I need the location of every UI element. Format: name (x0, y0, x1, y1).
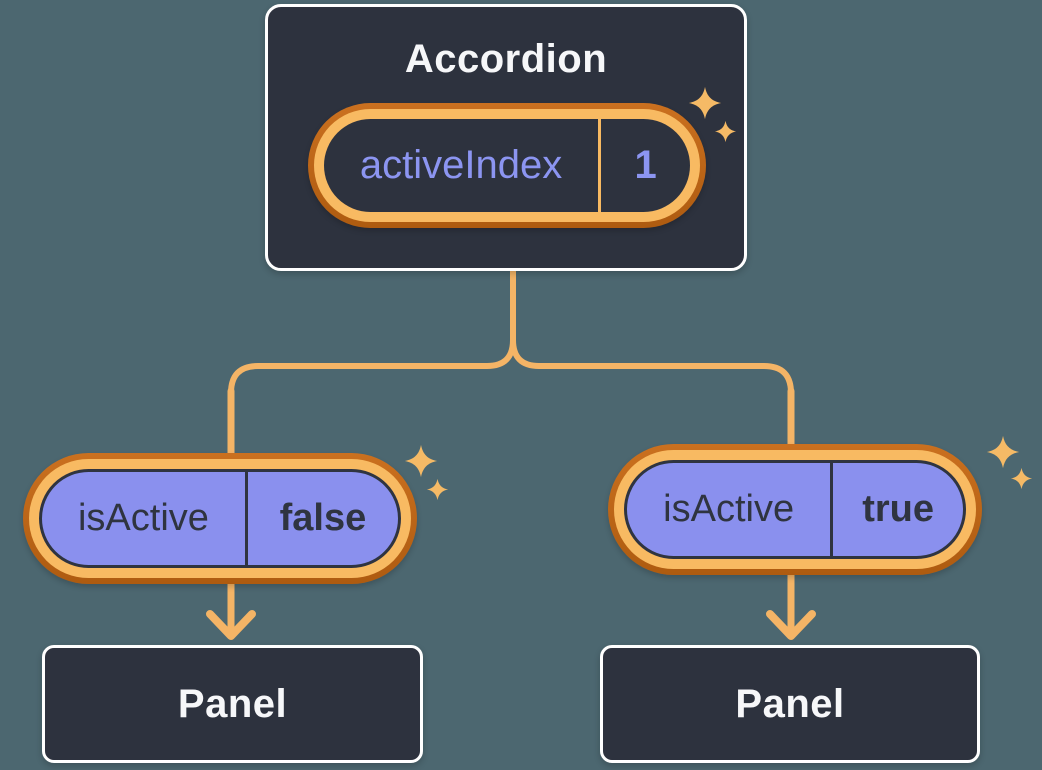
sparkle-small-icon (1010, 467, 1033, 490)
sparkle-large-icon (404, 444, 438, 478)
prop-name-label: isActive (77, 497, 209, 539)
panel-label: Panel (177, 681, 288, 726)
prop-pill-inner-ring: isActive true (614, 450, 976, 569)
prop-value-label: false (279, 497, 367, 539)
prop-name-label: isActive (663, 488, 795, 530)
prop-pill-inner-ring: isActive false (29, 459, 411, 578)
fork-branch-right (510, 268, 794, 396)
state-value-label: 1 (634, 143, 657, 187)
state-pill-activeindex: activeIndex 1 (308, 103, 706, 228)
pill-divider (244, 472, 248, 565)
panel-node-right: Panel (600, 645, 980, 763)
pill-divider (830, 463, 834, 556)
panel-node-left: Panel (42, 645, 423, 763)
state-name-label: activeIndex (359, 143, 563, 187)
panel-label: Panel (735, 681, 845, 726)
prop-value-label: true (862, 488, 935, 530)
prop-pill-isactive-false: isActive false (23, 453, 417, 584)
sparkle-small-icon (426, 478, 449, 501)
sparkle-large-icon (688, 86, 722, 120)
fork-branch-left (228, 268, 516, 396)
sparkle-small-icon (714, 120, 737, 143)
arrow-down-left-icon (206, 610, 256, 640)
state-pill-inner-ring: activeIndex 1 (314, 109, 700, 222)
sparkle-large-icon (986, 435, 1020, 469)
accordion-title: Accordion (404, 37, 608, 81)
arrow-down-right-icon (766, 610, 816, 640)
pill-divider (598, 119, 602, 212)
prop-pill-isactive-true: isActive true (608, 444, 982, 575)
